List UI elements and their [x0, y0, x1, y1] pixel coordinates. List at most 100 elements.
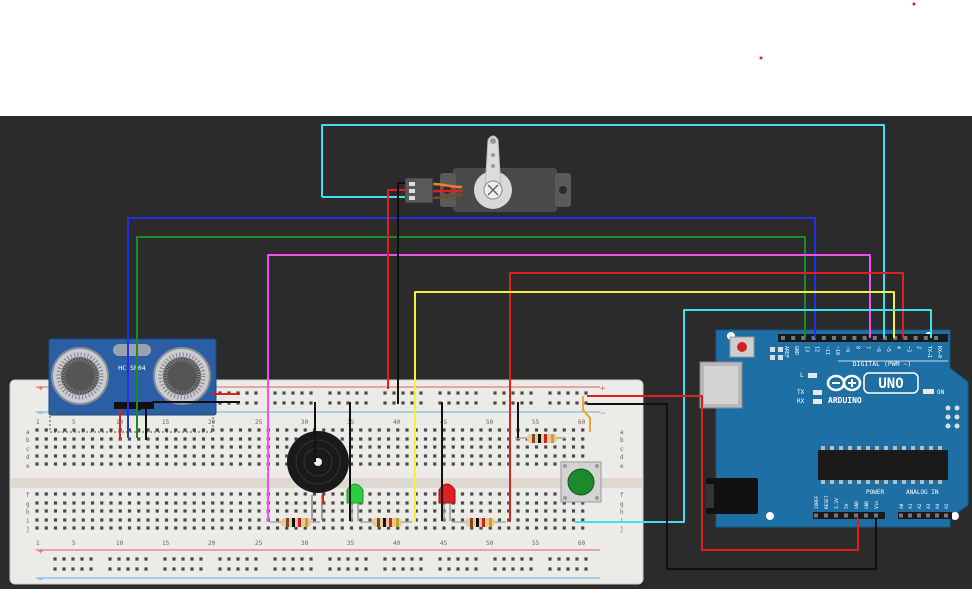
breadboard-hole[interactable]	[35, 445, 39, 449]
breadboard-hole[interactable]	[479, 462, 483, 466]
breadboard-hole[interactable]	[433, 492, 437, 496]
breadboard-hole[interactable]	[414, 526, 418, 530]
rail-hole[interactable]	[383, 401, 387, 405]
breadboard-hole[interactable]	[553, 518, 557, 522]
breadboard-hole[interactable]	[534, 501, 539, 505]
breadboard-hole[interactable]	[331, 526, 335, 530]
rail-hole[interactable]	[245, 401, 249, 405]
breadboard-hole[interactable]	[238, 437, 243, 441]
rail-hole[interactable]	[309, 557, 313, 561]
breadboard-hole[interactable]	[312, 518, 317, 522]
breadboard-hole[interactable]	[155, 454, 159, 458]
breadboard-hole[interactable]	[229, 526, 233, 530]
breadboard-hole[interactable]	[451, 437, 455, 441]
breadboard-hole[interactable]	[127, 509, 132, 513]
breadboard-hole[interactable]	[72, 492, 76, 496]
breadboard-hole[interactable]	[201, 501, 206, 505]
breadboard-hole[interactable]	[257, 445, 261, 449]
breadboard-hole[interactable]	[507, 518, 511, 522]
breadboard-hole[interactable]	[294, 526, 298, 530]
breadboard-hole[interactable]	[581, 445, 585, 449]
breadboard-hole[interactable]	[396, 492, 400, 496]
rail-hole[interactable]	[410, 567, 414, 571]
wire-cyan-button[interactable]	[575, 309, 932, 523]
breadboard-hole[interactable]	[479, 526, 483, 530]
breadboard-hole[interactable]	[414, 509, 418, 513]
rail-hole[interactable]	[557, 391, 561, 395]
breadboard-hole[interactable]	[497, 437, 502, 441]
rail-hole[interactable]	[236, 567, 240, 571]
breadboard-hole[interactable]	[479, 428, 483, 432]
power-pin-socket[interactable]	[864, 513, 868, 518]
rail-hole[interactable]	[575, 401, 579, 405]
breadboard-hole[interactable]	[479, 501, 483, 505]
ultrasonic-sensor[interactable]: HC-SR04	[48, 338, 217, 433]
breadboard-hole[interactable]	[192, 454, 196, 458]
breadboard-hole[interactable]	[396, 526, 400, 530]
rail-hole[interactable]	[328, 567, 332, 571]
breadboard-hole[interactable]	[35, 437, 39, 441]
rail-hole[interactable]	[300, 401, 304, 405]
breadboard-hole[interactable]	[525, 445, 529, 449]
breadboard-hole[interactable]	[35, 526, 39, 530]
breadboard-hole[interactable]	[507, 509, 511, 513]
breadboard-hole[interactable]	[72, 526, 76, 530]
breadboard-hole[interactable]	[571, 518, 576, 522]
breadboard-hole[interactable]	[553, 445, 557, 449]
breadboard-hole[interactable]	[53, 428, 58, 432]
breadboard-hole[interactable]	[414, 437, 418, 441]
breadboard-hole[interactable]	[460, 492, 465, 496]
breadboard-hole[interactable]	[229, 509, 233, 513]
rail-hole[interactable]	[474, 557, 478, 561]
breadboard-hole[interactable]	[285, 501, 289, 505]
rail-hole[interactable]	[282, 391, 286, 395]
breadboard-hole[interactable]	[164, 462, 169, 466]
power-jack[interactable]	[706, 478, 758, 514]
breadboard-hole[interactable]	[137, 437, 141, 441]
breadboard-hole[interactable]	[562, 428, 566, 432]
breadboard-hole[interactable]	[451, 454, 455, 458]
breadboard-hole[interactable]	[340, 501, 344, 505]
breadboard-hole[interactable]	[238, 501, 243, 505]
breadboard-hole[interactable]	[544, 526, 548, 530]
breadboard-hole[interactable]	[275, 492, 280, 496]
breadboard-hole[interactable]	[118, 526, 122, 530]
breadboard-hole[interactable]	[581, 454, 585, 458]
breadboard-hole[interactable]	[211, 501, 215, 505]
rail-hole[interactable]	[474, 567, 478, 571]
breadboard-hole[interactable]	[174, 437, 178, 441]
breadboard-hole[interactable]	[146, 518, 150, 522]
breadboard-hole[interactable]	[53, 454, 58, 458]
breadboard-hole[interactable]	[534, 445, 539, 449]
breadboard-hole[interactable]	[377, 526, 381, 530]
breadboard-hole[interactable]	[100, 509, 104, 513]
breadboard-hole[interactable]	[285, 445, 289, 449]
breadboard-hole[interactable]	[72, 428, 76, 432]
breadboard-hole[interactable]	[525, 462, 529, 466]
breadboard-hole[interactable]	[294, 501, 298, 505]
breadboard-hole[interactable]	[192, 428, 196, 432]
breadboard-hole[interactable]	[470, 492, 474, 496]
breadboard-hole[interactable]	[516, 492, 520, 496]
rail-hole[interactable]	[364, 557, 368, 561]
rail-hole[interactable]	[502, 401, 506, 405]
rail-hole[interactable]	[291, 401, 295, 405]
breadboard-hole[interactable]	[562, 437, 566, 441]
breadboard-hole[interactable]	[248, 501, 252, 505]
breadboard-hole[interactable]	[562, 509, 566, 513]
breadboard-hole[interactable]	[322, 492, 326, 496]
power-header[interactable]	[813, 512, 885, 519]
breadboard-hole[interactable]	[137, 501, 141, 505]
breadboard-hole[interactable]	[63, 501, 67, 505]
breadboard-hole[interactable]	[303, 526, 307, 530]
breadboard-hole[interactable]	[201, 526, 206, 530]
rail-hole[interactable]	[364, 567, 368, 571]
rail-hole[interactable]	[355, 391, 359, 395]
rail-hole[interactable]	[291, 391, 295, 395]
breadboard-hole[interactable]	[248, 526, 252, 530]
breadboard-hole[interactable]	[571, 501, 576, 505]
breadboard-hole[interactable]	[118, 445, 122, 449]
breadboard-hole[interactable]	[423, 428, 428, 432]
breadboard-hole[interactable]	[192, 445, 196, 449]
breadboard-hole[interactable]	[331, 509, 335, 513]
